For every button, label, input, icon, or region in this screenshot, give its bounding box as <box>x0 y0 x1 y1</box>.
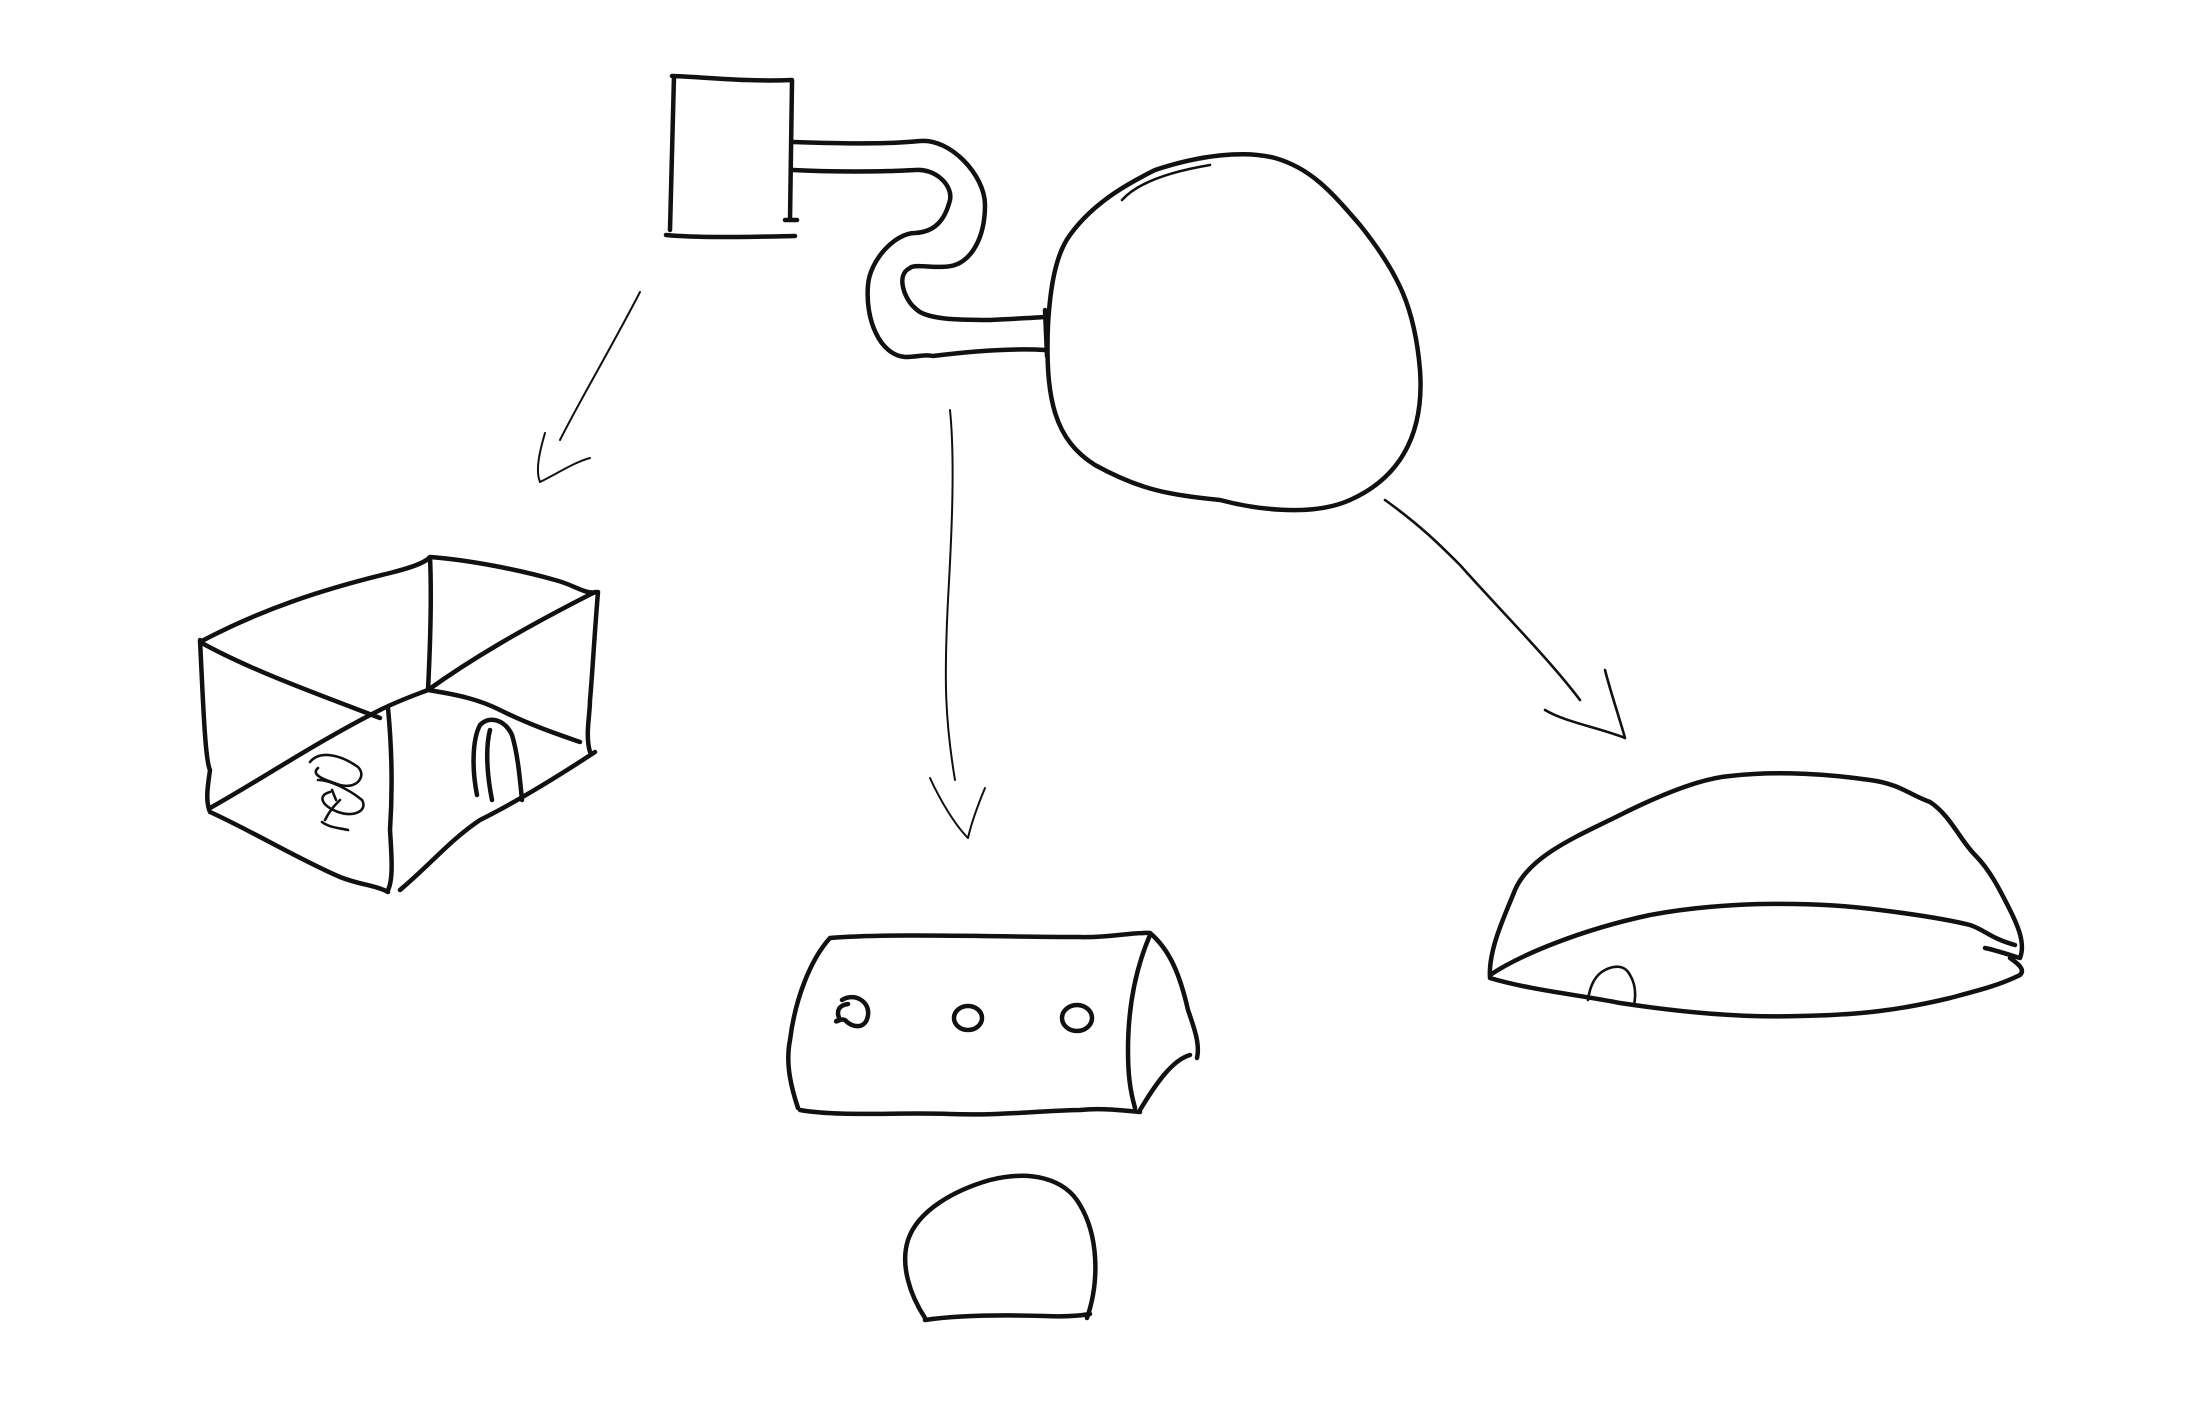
arrow-to-dome <box>1383 498 1627 740</box>
dome-cross-section-outline <box>903 1173 1098 1323</box>
source-box <box>663 73 800 240</box>
source-blob-outline <box>1045 151 1423 513</box>
output-tube <box>786 930 1201 1117</box>
dome-shell-door <box>1586 965 1637 1007</box>
open-box-scribble <box>308 753 365 832</box>
source-box-outline <box>663 73 800 240</box>
dome-shell-outline <box>1487 771 2025 1019</box>
tube-hole-2 <box>951 1003 985 1033</box>
output-dome-shell <box>1487 771 2025 1019</box>
tube-hole-1 <box>833 994 871 1029</box>
pipe-inner-edge <box>790 167 1048 360</box>
arrow-down-icon <box>929 409 986 839</box>
arrow-down-left-icon <box>536 291 641 483</box>
extra-dome-cross-section <box>903 1173 1098 1323</box>
output-open-box <box>197 554 601 895</box>
arrow-down-right-icon <box>1383 498 1627 740</box>
open-box-outline <box>197 554 601 895</box>
source-blob <box>1045 151 1423 513</box>
blob-top-stroke <box>1120 163 1212 202</box>
arrow-to-tube <box>929 409 986 839</box>
pipe-outer-edge <box>790 138 1048 323</box>
arrow-to-box <box>536 291 641 483</box>
curved-pipe-connector <box>790 138 1050 360</box>
tube-outline <box>786 930 1201 1117</box>
open-box-door <box>471 717 525 803</box>
tube-hole-3 <box>1059 1002 1095 1034</box>
